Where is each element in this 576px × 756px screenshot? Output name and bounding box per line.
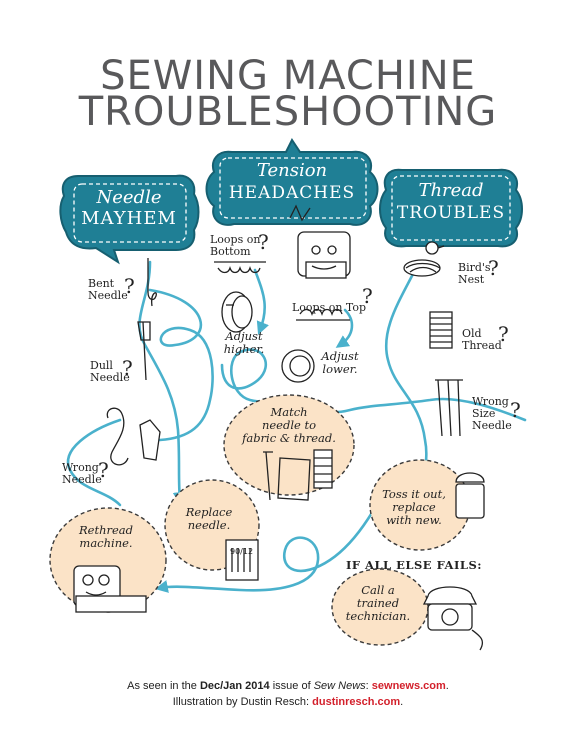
label-wrong-needle: Wrong Needle — [62, 461, 102, 486]
arrow-bottom-to-rethread — [154, 468, 397, 593]
text-adjust-higher: Adjust higher. — [223, 329, 265, 356]
tension-title-line-2: HEADACHES — [228, 183, 356, 203]
wrong-needle-icon — [106, 407, 161, 466]
text-replace: Replace needle. — [185, 505, 233, 532]
qmark-bent: ? — [124, 274, 135, 298]
qmark-loops-bottom: ? — [258, 230, 269, 254]
needle-match-icon — [263, 451, 273, 501]
footer-line-1: As seen in the Dec/Jan 2014 issue of Sew… — [127, 680, 449, 692]
thread-spool-icon — [429, 311, 453, 349]
needle-title-line-1: Needle — [96, 187, 162, 208]
qmark-wrong: ? — [98, 458, 109, 482]
arrow-needle-to-match — [148, 288, 214, 442]
needle-pack-icon — [225, 539, 259, 581]
arrow-needle-to-replace — [138, 260, 186, 506]
text-rethread: Rethread machine. — [78, 523, 133, 550]
spool-match-icon — [313, 449, 333, 489]
label-dull-needle: Dull Needle — [90, 359, 130, 384]
dull-needle-icon — [137, 321, 151, 381]
qmark-wrong-size: ? — [510, 398, 521, 422]
loops-top-icon — [296, 308, 350, 321]
badge-tension — [205, 138, 379, 226]
qmark-loops-top: ? — [362, 284, 373, 308]
fabric-swatch-icon — [277, 457, 311, 501]
trash-can-icon — [455, 472, 485, 519]
needle-pack-label: 90/12 — [230, 547, 254, 556]
label-loops-top: Loops on Top — [292, 301, 367, 314]
loops-bottom-icon — [214, 261, 266, 274]
label-wrong-size-needle: Wrong Size Needle — [472, 395, 512, 432]
arrow-wrong-to-rethread — [66, 418, 122, 507]
bent-needle-icon — [147, 258, 157, 307]
label-birds-nest: Bird's Nest — [458, 261, 491, 286]
text-toss: Toss it out, replace with new. — [382, 487, 446, 527]
telephone-icon — [422, 586, 484, 651]
badge-thread — [379, 168, 523, 248]
needles-size-icon — [435, 379, 463, 437]
thread-title-line-2: TROUBLES — [396, 203, 506, 223]
title-line-2: TROUBLESHOOTING — [78, 89, 498, 135]
needle-title-line-2: MAYHEM — [81, 208, 177, 229]
sewnews-link[interactable]: sewnews.com — [371, 680, 446, 692]
birds-nest-icon — [403, 241, 445, 277]
sewing-machine-tension-icon — [289, 204, 351, 279]
tension-dial-higher-icon — [221, 291, 253, 333]
arrow-tension-to-higher — [253, 268, 269, 335]
thread-title-line-1: Thread — [418, 180, 484, 201]
footer-line-2: Illustration by Dustin Resch: dustinresc… — [172, 696, 404, 708]
arrow-tension-to-lower — [335, 308, 354, 348]
tension-title-line-1: Tension — [256, 160, 328, 181]
qmark-dull: ? — [122, 356, 133, 380]
dustinresch-link[interactable]: dustinresch.com — [312, 696, 401, 708]
qmark-old-thread: ? — [498, 322, 509, 346]
arrow-thread-to-toss — [384, 268, 432, 484]
rethread-machine-icon — [73, 565, 147, 613]
title-line-1: SEWING MACHINE — [100, 53, 476, 99]
fails-label: IF ALL ELSE FAILS: — [346, 558, 482, 572]
tension-dial-lower-icon — [281, 349, 315, 383]
text-adjust-lower: Adjust lower. — [321, 349, 359, 376]
text-match: Match needle to fabric & thread. — [242, 405, 336, 445]
badge-needle — [59, 174, 200, 265]
label-loops-bottom: Loops on Bottom — [210, 233, 261, 258]
label-old-thread: Old Thread — [462, 327, 502, 352]
text-technician: Call a trained technician. — [345, 583, 411, 623]
qmark-birds-nest: ? — [488, 256, 499, 280]
label-bent-needle: Bent Needle — [88, 277, 128, 302]
